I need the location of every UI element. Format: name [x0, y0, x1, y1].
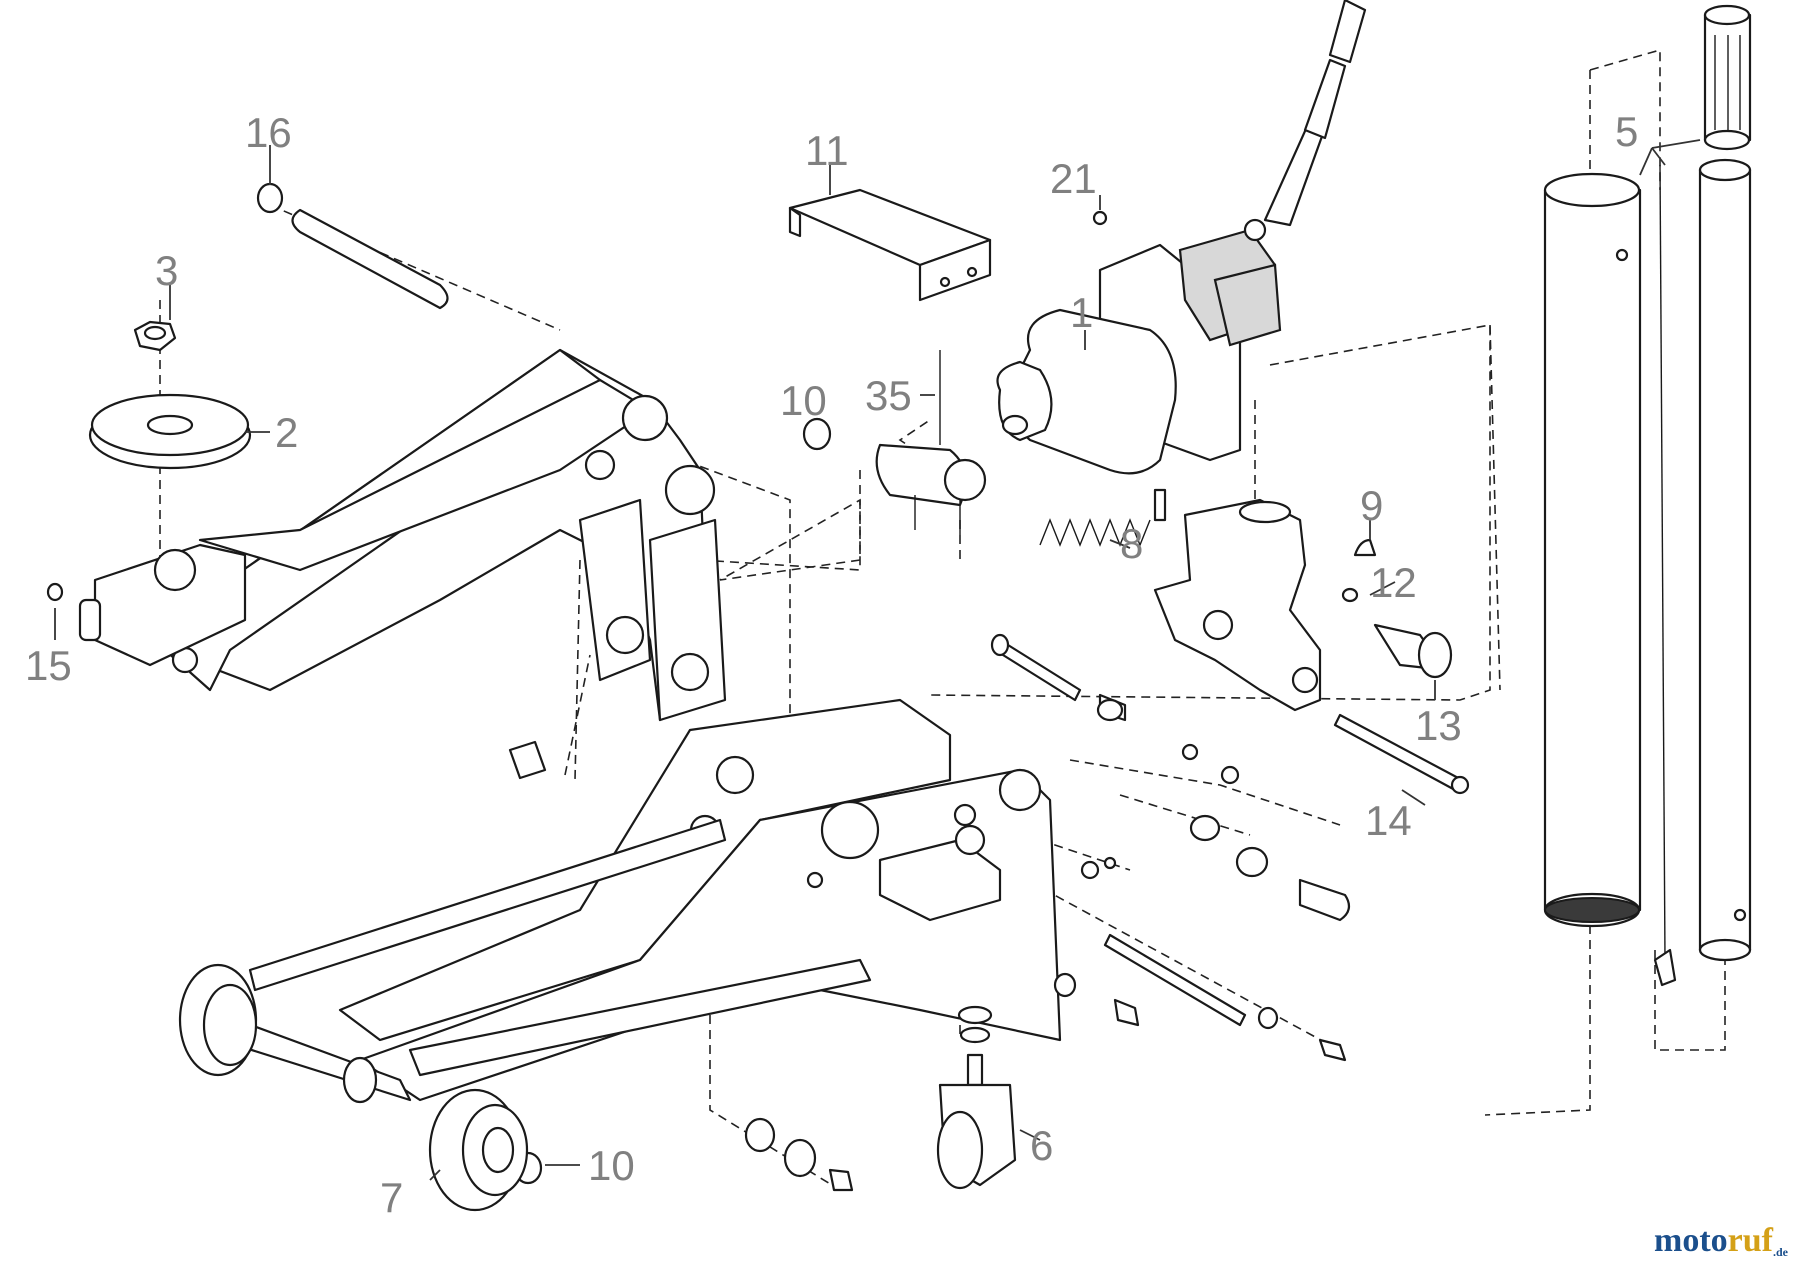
label-2: 2: [275, 409, 298, 456]
label-15: 15: [25, 642, 72, 689]
label-11: 11: [805, 127, 849, 174]
label-7: 7: [380, 1174, 403, 1221]
brand-part-3: .de: [1773, 1245, 1788, 1259]
label-10-bottom: 10: [588, 1142, 635, 1189]
label-35: 35: [865, 372, 912, 419]
cover-plate: [788, 188, 992, 302]
label-5: 5: [1615, 108, 1638, 155]
label-10-top: 10: [780, 377, 827, 424]
lifting-arm: [78, 348, 727, 722]
label-12: 12: [1370, 559, 1417, 606]
fasteners: [744, 633, 1351, 1192]
saddle-assembly: [88, 320, 252, 470]
label-13: 13: [1415, 702, 1462, 749]
jack-frame: [178, 698, 1062, 1212]
label-9: 9: [1360, 482, 1383, 529]
brand-logo: motoruf.de: [1654, 1222, 1788, 1260]
handle-tubes: [1543, 4, 1752, 987]
label-1: 1: [1070, 289, 1093, 336]
part-labels: 16 3 2 15 11 21 1 35 10 8 9 12 13 14 5 6…: [25, 108, 1638, 1221]
leader-lines: [54, 139, 1701, 1181]
label-14: 14: [1365, 797, 1412, 844]
brand-part-2: ruf: [1727, 1222, 1773, 1259]
brand-part-1: moto: [1654, 1222, 1728, 1259]
label-8: 8: [1120, 520, 1143, 567]
label-3: 3: [155, 247, 178, 294]
label-16: 16: [245, 109, 292, 156]
pump-unit: [875, 0, 1367, 547]
lift-bracket: [1153, 498, 1470, 795]
label-21: 21: [1050, 155, 1097, 202]
label-6: 6: [1030, 1122, 1053, 1169]
